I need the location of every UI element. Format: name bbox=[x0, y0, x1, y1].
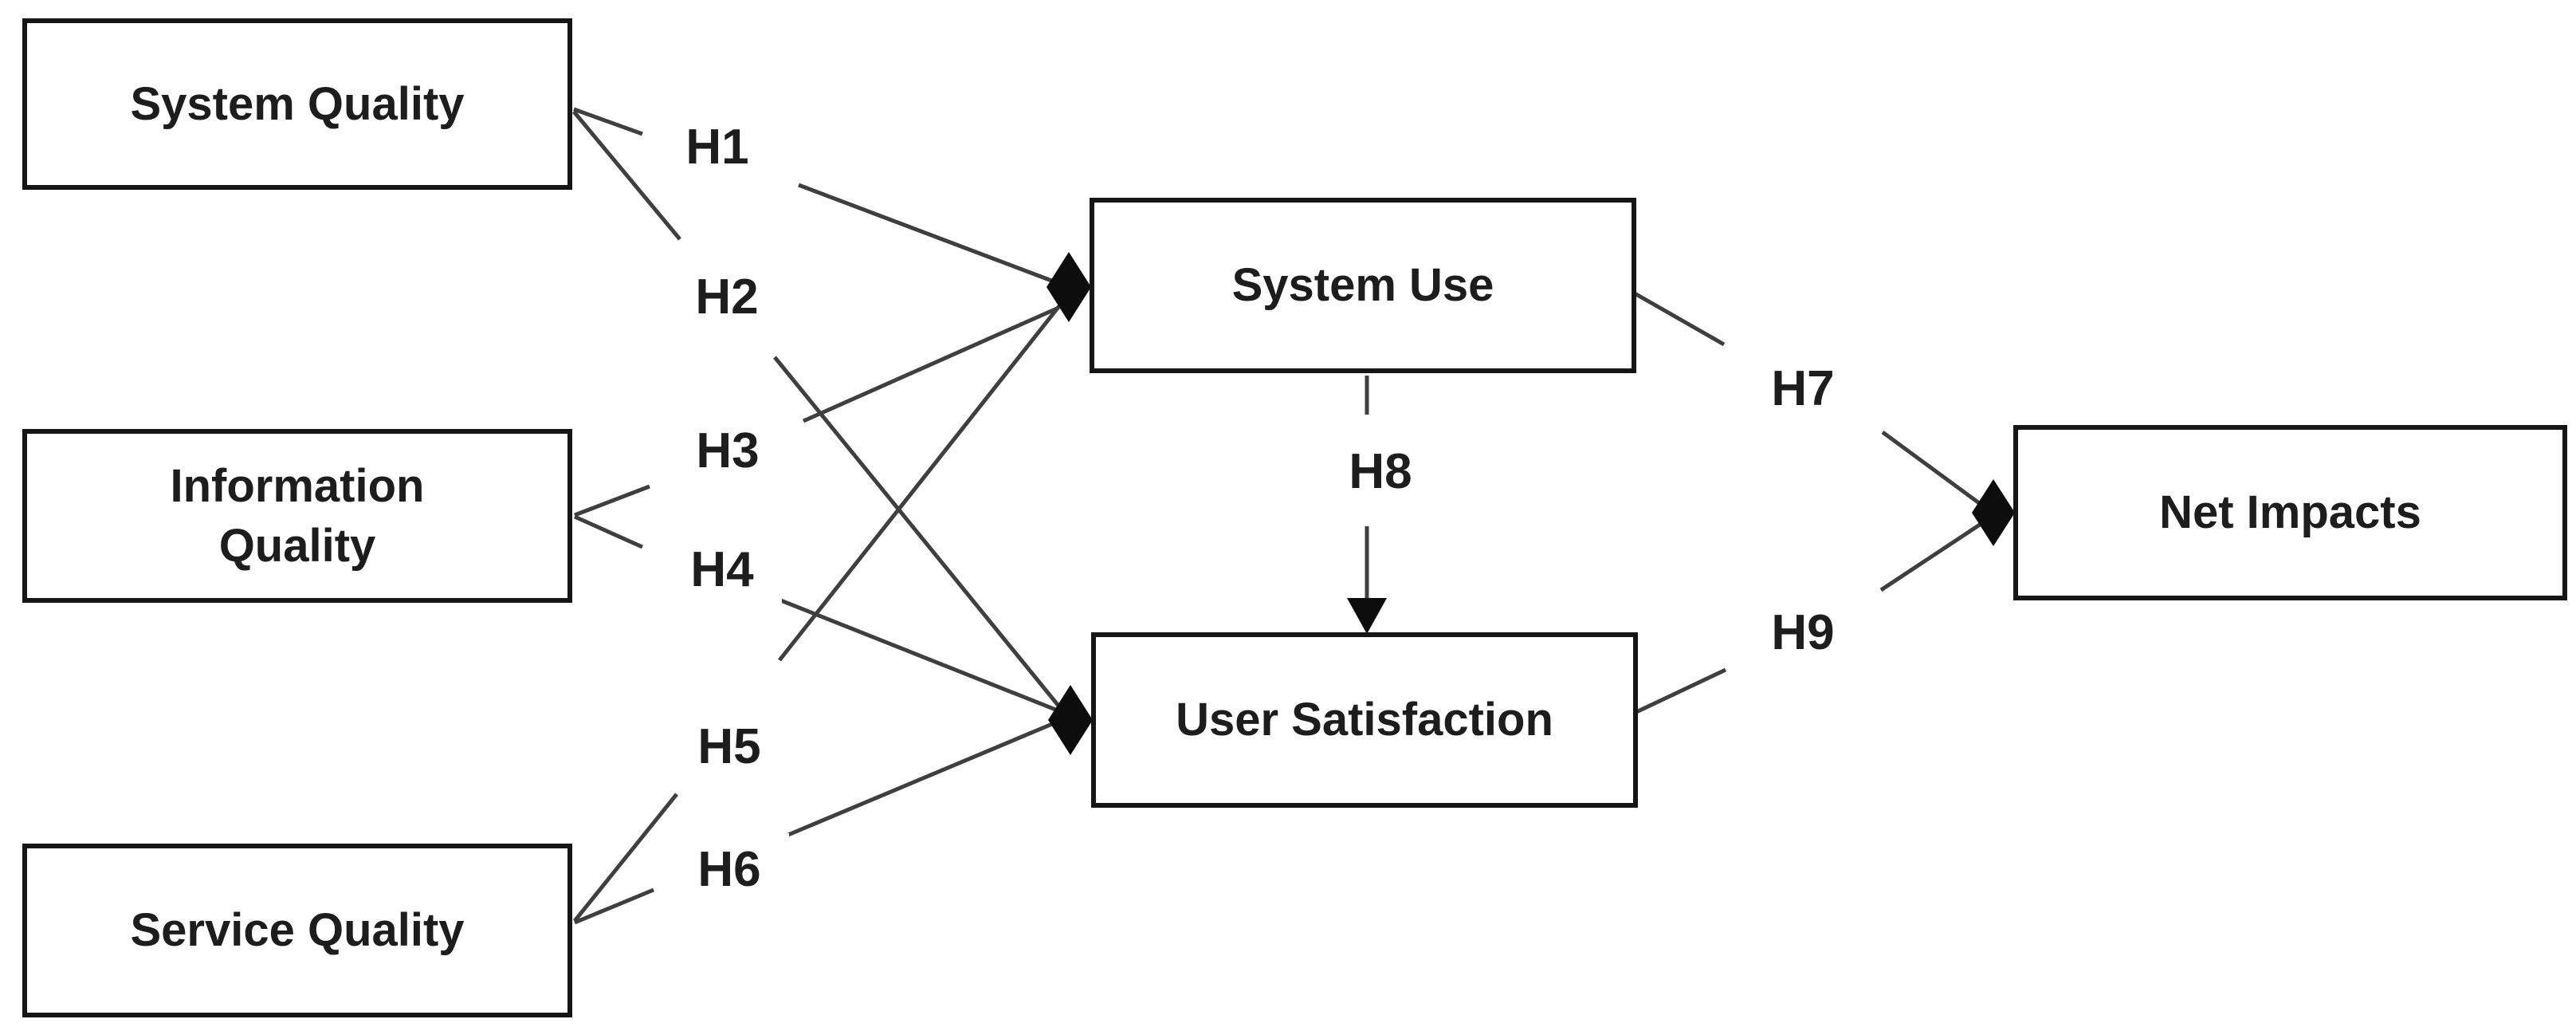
edge-label-h8: H8 bbox=[1321, 435, 1440, 507]
node-system-quality-label: System Quality bbox=[130, 77, 465, 130]
edge-label-h1: H1 bbox=[658, 111, 777, 183]
edge-label-h2: H2 bbox=[667, 261, 787, 332]
edge-h6-segment-a bbox=[574, 887, 654, 925]
node-net-impacts-label: Net Impacts bbox=[2159, 486, 2421, 539]
arrowhead-h8-down bbox=[1347, 598, 1387, 634]
edge-label-h6: H6 bbox=[670, 833, 789, 905]
arrowhead-net-impacts bbox=[1972, 479, 2015, 546]
node-service-quality-label: Service Quality bbox=[130, 904, 465, 957]
edge-h9-segment-a bbox=[1635, 667, 1727, 714]
node-user-satisfaction: User Satisfaction bbox=[1091, 632, 1638, 808]
edge-label-h4: H4 bbox=[662, 533, 782, 605]
node-user-satisfaction-label: User Satisfaction bbox=[1176, 694, 1553, 746]
edge-label-h5: H5 bbox=[670, 710, 789, 782]
edge-h1-segment-a bbox=[573, 107, 643, 136]
edge-h6-segment-b bbox=[778, 718, 1062, 841]
edge-h5-segment-a bbox=[573, 793, 678, 923]
edge-h3-segment-a bbox=[574, 484, 650, 517]
edge-h1-segment-b bbox=[798, 183, 1061, 286]
node-system-quality: System Quality bbox=[22, 18, 572, 190]
node-system-use-label: System Use bbox=[1231, 259, 1494, 312]
arrowhead-system-use bbox=[1046, 252, 1091, 322]
edge-h2-segment-a bbox=[572, 110, 681, 241]
edge-h7-segment-b bbox=[1881, 430, 1986, 510]
node-net-impacts: Net Impacts bbox=[2013, 425, 2567, 600]
edge-h3-segment-b bbox=[802, 305, 1060, 423]
edge-h2-segment-b bbox=[773, 356, 1063, 711]
node-information-quality: Information Quality bbox=[22, 429, 572, 603]
node-service-quality: Service Quality bbox=[22, 844, 572, 1017]
edge-label-h7: H7 bbox=[1743, 352, 1863, 424]
edge-label-h3: H3 bbox=[668, 415, 787, 486]
arrowhead-user-satisfaction bbox=[1048, 685, 1093, 755]
edge-h4-segment-b bbox=[758, 589, 1062, 714]
node-system-use: System Use bbox=[1090, 198, 1636, 373]
edge-h5-segment-b bbox=[778, 301, 1063, 662]
edge-h9-segment-b bbox=[1879, 519, 1986, 592]
edge-label-h9: H9 bbox=[1743, 596, 1863, 668]
node-information-quality-label: Information Quality bbox=[170, 459, 425, 572]
edge-h7-segment-a bbox=[1633, 291, 1726, 347]
edge-h4-segment-a bbox=[573, 514, 644, 549]
